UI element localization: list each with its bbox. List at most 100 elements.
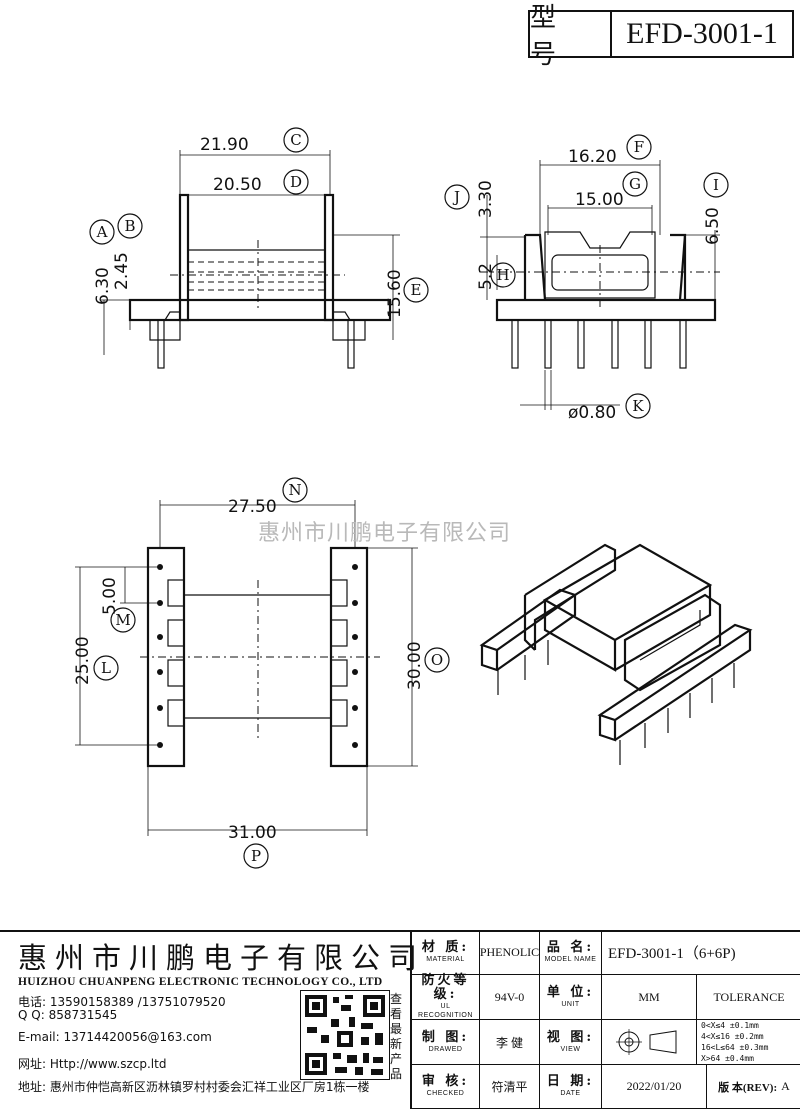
- label-n: N: [282, 477, 308, 503]
- partname-label-cell: 品 名: MODEL NAME: [540, 930, 602, 975]
- label-a: A: [89, 219, 115, 245]
- dim-o: 30.00: [405, 641, 425, 690]
- dim-g: 15.00: [575, 190, 624, 210]
- unit-value-cell: MM: [602, 975, 697, 1020]
- svg-text:P: P: [251, 847, 261, 865]
- svg-text:E: E: [411, 281, 422, 299]
- tolerance-line-4: X>64 ±0.4mm: [701, 1054, 754, 1063]
- company-phone: 电话: 13590158389 /13751079520: [18, 995, 226, 1009]
- dim-k: ø0.80: [568, 403, 616, 423]
- company-address: 地址: 惠州市仲恺高新区沥林镇罗村村委会汇祥工业区厂房1栋一楼: [18, 1080, 370, 1094]
- unit-label-cell: 单 位: UNIT: [540, 975, 602, 1020]
- unit-label: 单 位:: [546, 984, 595, 1000]
- label-i: I: [703, 172, 729, 198]
- dim-j: 3.30: [476, 180, 496, 218]
- svg-text:C: C: [290, 131, 301, 149]
- material-value-cell: PHENOLIC: [480, 930, 540, 975]
- reference-labels: C D A B E F G J I H K N M L O P: [89, 127, 729, 869]
- drawn-value: 李 健: [495, 1035, 523, 1050]
- title-block: [0, 930, 800, 1111]
- view-label: 视 图:: [546, 1029, 595, 1045]
- svg-text:F: F: [634, 138, 644, 156]
- view-label-cell: 视 图: VIEW: [540, 1020, 602, 1065]
- material-label: 材 质:: [421, 939, 470, 955]
- dim-m: 5.00: [100, 577, 120, 615]
- svg-text:I: I: [713, 176, 719, 194]
- svg-text:D: D: [290, 173, 302, 191]
- model-value: EFD-3001-1: [626, 17, 778, 50]
- dim-h: 5.2: [476, 263, 496, 290]
- label-g: G: [622, 171, 648, 197]
- company-web: 网址: Http://www.szcp.ltd: [18, 1057, 167, 1071]
- svg-text:M: M: [115, 611, 130, 629]
- label-c: C: [283, 127, 309, 153]
- dim-e: 15.60: [385, 269, 405, 318]
- svg-text:G: G: [629, 175, 641, 193]
- front-view: [100, 150, 400, 369]
- watermark: 惠州市川鹏电子有限公司: [258, 521, 512, 546]
- dim-i: 6.50: [703, 207, 723, 245]
- ul-label-cell: 防火等级: UL RECOGNITION: [412, 973, 480, 1020]
- rev-value: A: [781, 1079, 790, 1093]
- date-value-cell: 2022/01/20: [602, 1065, 707, 1109]
- partname-label: 品 名:: [546, 939, 595, 955]
- pin-pads-right: [330, 564, 358, 748]
- label-p: P: [243, 843, 269, 869]
- label-d: D: [283, 169, 309, 195]
- view-label-en: VIEW: [560, 1045, 581, 1053]
- checked-value-cell: 符清平: [480, 1065, 540, 1109]
- checked-label-en: CHECKED: [426, 1090, 465, 1097]
- svg-text:N: N: [288, 481, 301, 499]
- label-o: O: [424, 647, 450, 673]
- material-label-en: MATERIAL: [426, 955, 465, 963]
- tolerance-label: TOLERANCE: [713, 989, 785, 1004]
- spec-table: 材 质: MATERIAL PHENOLIC 品 名: MODEL NAME E…: [410, 930, 800, 1109]
- model-title-box: 型 号 EFD-3001-1: [528, 3, 794, 70]
- label-m: M: [110, 607, 136, 633]
- model-label: 型 号: [530, 3, 612, 70]
- svg-text:K: K: [632, 397, 644, 415]
- dim-d: 20.50: [213, 175, 262, 195]
- tolerance-line-1: 0<X≤4 ±0.1mm: [701, 1021, 759, 1030]
- label-j: J: [444, 184, 470, 210]
- date-value: 2022/01/20: [626, 1079, 682, 1093]
- dimension-texts: 21.90 20.50 6.30 2.45 15.60 16.20 15.00 …: [73, 135, 723, 843]
- svg-text:H: H: [496, 266, 509, 284]
- dim-f: 16.20: [568, 147, 617, 167]
- material-value: PHENOLIC: [479, 944, 540, 959]
- dim-b: 2.45: [112, 252, 132, 290]
- svg-text:J: J: [452, 188, 460, 206]
- company-name-en: HUIZHOU CHUANPENG ELECTRONIC TECHNOLOGY …: [18, 976, 383, 988]
- company-qq: Q Q: 858731545: [18, 1008, 118, 1022]
- tolerance-table-cell: 0<X≤4 ±0.1mm 4<X≤16 ±0.2mm 16<L≤64 ±0.3m…: [697, 1020, 800, 1065]
- ul-value-cell: 94V-0: [480, 975, 540, 1020]
- ul-label: 防火等级:: [421, 973, 470, 1002]
- checked-value: 符清平: [491, 1080, 528, 1094]
- date-label-en: DATE: [560, 1090, 581, 1097]
- tolerance-line-2: 4<X≤16 ±0.2mm: [701, 1032, 764, 1041]
- drawn-value-cell: 李 健: [480, 1020, 540, 1065]
- label-b: B: [117, 213, 143, 239]
- rev-cell: 版 本(REV): A: [707, 1065, 800, 1109]
- date-label-cell: 日 期: DATE: [540, 1065, 602, 1109]
- partname-value-cell: EFD-3001-1（6+6P): [602, 930, 800, 975]
- qr-code: [300, 990, 390, 1080]
- unit-value: MM: [638, 989, 660, 1004]
- dim-p: 31.00: [228, 823, 277, 843]
- dim-n: 27.50: [228, 497, 277, 517]
- svg-text:L: L: [101, 659, 111, 677]
- checked-label: 审 核:: [421, 1074, 470, 1089]
- qr-code-icon: [305, 995, 385, 1075]
- label-l: L: [93, 655, 119, 681]
- label-e: E: [403, 277, 429, 303]
- svg-text:B: B: [124, 217, 135, 235]
- isometric-view: [479, 543, 753, 765]
- drawn-label-en: DRAWED: [428, 1045, 463, 1053]
- projection-symbol-icon: [616, 1029, 677, 1055]
- rev-label: 版 本(REV):: [718, 1081, 778, 1094]
- view-symbol-cell: [602, 1020, 697, 1065]
- dim-a: 6.30: [93, 267, 113, 305]
- label-h: H: [490, 262, 516, 288]
- unit-label-en: UNIT: [561, 1000, 580, 1008]
